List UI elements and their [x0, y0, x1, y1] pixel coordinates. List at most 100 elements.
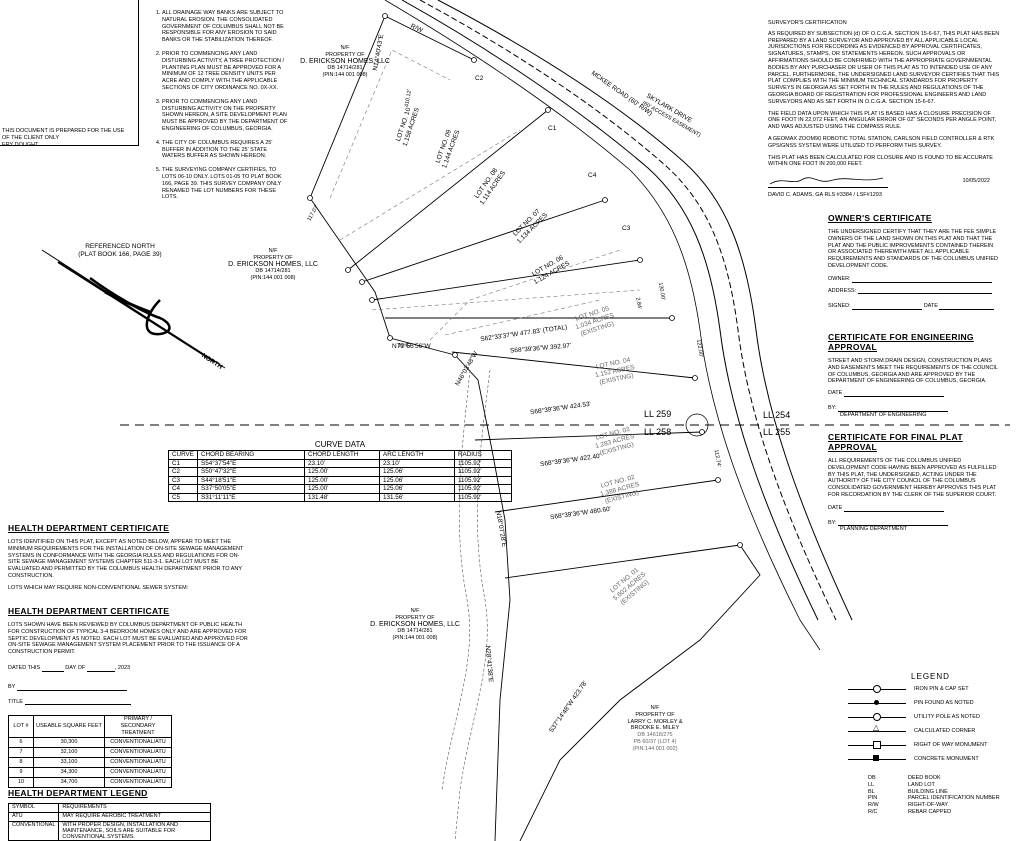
health-cert-2-title: HEALTH DEPARTMENT CERTIFICATE — [8, 606, 170, 616]
health-by-line: BY — [8, 684, 248, 691]
legend-pin-found: PIN FOUND AS NOTED — [848, 699, 1013, 713]
referenced-north: REFERENCED NORTH (PLAT BOOK 166, PAGE 39… — [78, 243, 162, 258]
curve-c2: C2 — [475, 75, 484, 82]
utility-pole-icon — [873, 713, 881, 721]
legend-iron-pin: IRON PIN & CAP SET — [848, 685, 1013, 699]
health-cert-1-title: HEALTH DEPARTMENT CERTIFICATE — [8, 523, 170, 533]
eng-cert-body: STREET AND STORM DRAIN DESIGN, CONSTRUCT… — [828, 358, 998, 385]
final-by-field: BY: — [828, 520, 1000, 527]
legend-utility-pole: UTILITY POLE AS NOTED — [848, 713, 1013, 727]
final-cert-title: CERTIFICATE FOR FINAL PLAT APPROVAL — [828, 432, 963, 452]
owners-cert-title: OWNER'S CERTIFICATE — [828, 213, 932, 223]
surveyor-title: SURVEYOR'S CERTIFICATION — [768, 20, 847, 26]
pin-found-icon — [874, 700, 879, 705]
eng-by-field: BY: — [828, 405, 1000, 412]
distance-label: 99.67' — [398, 343, 413, 349]
legend-calculated-corner: △ CALCULATED CORNER — [848, 723, 1013, 741]
health-cert-1: HEALTH DEPARTMENT CERTIFICATE LOTS IDENT… — [8, 523, 248, 592]
surveyor-p1: AS REQUIRED BY SUBSECTION (d) OF O.C.G.A… — [768, 30, 1000, 105]
curve-table-header: CURVE CHORD BEARING CHORD LENGTH ARC LEN… — [168, 450, 512, 460]
health-dated-line: DATED THIS DAY OF , 2023 — [8, 664, 131, 672]
engineering-certificate: CERTIFICATE FOR ENGINEERING APPROVAL STR… — [828, 332, 1000, 419]
health-legend-title: HEALTH DEPARTMENT LEGEND — [8, 788, 148, 798]
calculated-corner-icon: △ — [873, 723, 880, 732]
owners-certificate: OWNER'S CERTIFICATE THE UNDERSIGNED CERT… — [828, 213, 1000, 311]
final-cert-body: ALL REQUIREMENTS OF THE COLUMBUS UNIFIED… — [828, 458, 997, 498]
health-cert-2: HEALTH DEPARTMENT CERTIFICATE LOTS SHOWN… — [8, 606, 248, 706]
curve-data-table: CURVE DATA CURVE CHORD BEARING CHORD LEN… — [168, 440, 512, 502]
legend-items: IRON PIN & CAP SET PIN FOUND AS NOTED UT… — [848, 685, 1013, 769]
legend-concrete-monument: CONCRETE MONUMENT — [848, 755, 1013, 769]
curve-table-title: CURVE DATA — [314, 440, 366, 449]
note-5: THE SURVEYING COMPANY CERTIFIES, TO LOTS… — [162, 167, 288, 201]
north-arrow-icon — [41, 249, 226, 369]
final-dept: PLANNING DEPARTMENT — [840, 526, 908, 533]
surveyor-p2: THE FIELD DATA UPON WHICH THIS PLAT IS B… — [768, 110, 997, 131]
address-field: ADDRESS: — [828, 288, 1000, 295]
legend-rw-monument: RIGHT OF WAY MONUMENT — [848, 741, 1013, 755]
client-note: THIS DOCUMENT IS PREPARED FOR THE USE OF… — [2, 128, 125, 148]
health-lot-table: LOT # USEABLE SQUARE FEET PRIMARY / SECO… — [8, 715, 172, 788]
eng-cert-title: CERTIFICATE FOR ENGINEERING APPROVAL — [828, 332, 974, 352]
surveyor-p3: A GEOMAX ZOOM90 ROBOTIC TOTAL STATION, C… — [768, 135, 995, 149]
ll-254: LL 254 — [763, 410, 791, 420]
final-plat-certificate: CERTIFICATE FOR FINAL PLAT APPROVAL ALL … — [828, 432, 1000, 533]
health-title-line: TITLE — [8, 699, 248, 706]
surveyor-signature-line: 10/05/2022 — [768, 174, 1000, 192]
curve-c3: C3 — [622, 225, 631, 232]
iron-pin-icon — [873, 685, 881, 693]
signed-field: SIGNED: DATE — [828, 303, 1000, 311]
note-3: PRIOR TO COMMENCING ANY LAND DISTURBING … — [162, 99, 288, 133]
concrete-monument-icon — [873, 755, 879, 761]
ll-258: LL 258 — [644, 427, 672, 437]
owner-field: OWNER: — [828, 276, 1000, 283]
rw-monument-icon — [873, 741, 881, 749]
note-2: PRIOR TO COMMENCING ANY LAND DISTURBING … — [162, 51, 288, 92]
health-lot-table-header: LOT # USEABLE SQUARE FEET PRIMARY / SECO… — [8, 715, 172, 738]
health-cert-1-body: LOTS IDENTIFIED ON THIS PLAT, EXCEPT AS … — [8, 539, 244, 579]
surveyor-date: 10/05/2022 — [962, 178, 990, 185]
surveyor-p4: THIS PLAT HAS BEEN CALCULATED FOR CLOSUR… — [768, 154, 993, 168]
owners-cert-body: THE UNDERSIGNED CERTIFY THAT THEY ARE TH… — [828, 229, 999, 269]
health-cert-1-note: LOTS WHICH MAY REQUIRE NON-CONVENTIONAL … — [8, 584, 189, 591]
curve-c1: C1 — [548, 125, 557, 132]
notes-box — [0, 0, 139, 146]
legend-title: LEGEND — [911, 672, 950, 681]
final-date-field: DATE — [828, 505, 1000, 512]
eng-date-field: DATE — [828, 390, 1000, 397]
note-4: THE CITY OF COLUMBUS REQUIRES A 25' BUFF… — [162, 140, 288, 160]
eng-dept: DEPARTMENT OF ENGINEERING — [840, 411, 927, 418]
surveyor-certification: SURVEYOR'S CERTIFICATION AS REQUIRED BY … — [768, 20, 1000, 199]
bearing-south: N71°55'56"W — [392, 343, 431, 350]
ll-255: LL 255 — [763, 427, 791, 437]
general-notes: ALL DRAINAGE WAY BANKS ARE SUBJECT TO NA… — [148, 10, 288, 208]
health-cert-2-body: LOTS SHOWN HAVE BEEN REVIEWED BY COLUMBU… — [8, 622, 248, 656]
surveyor-name: DAVID C. ADAMS, GA RLS #3384 / LSF#1293 — [768, 192, 882, 199]
